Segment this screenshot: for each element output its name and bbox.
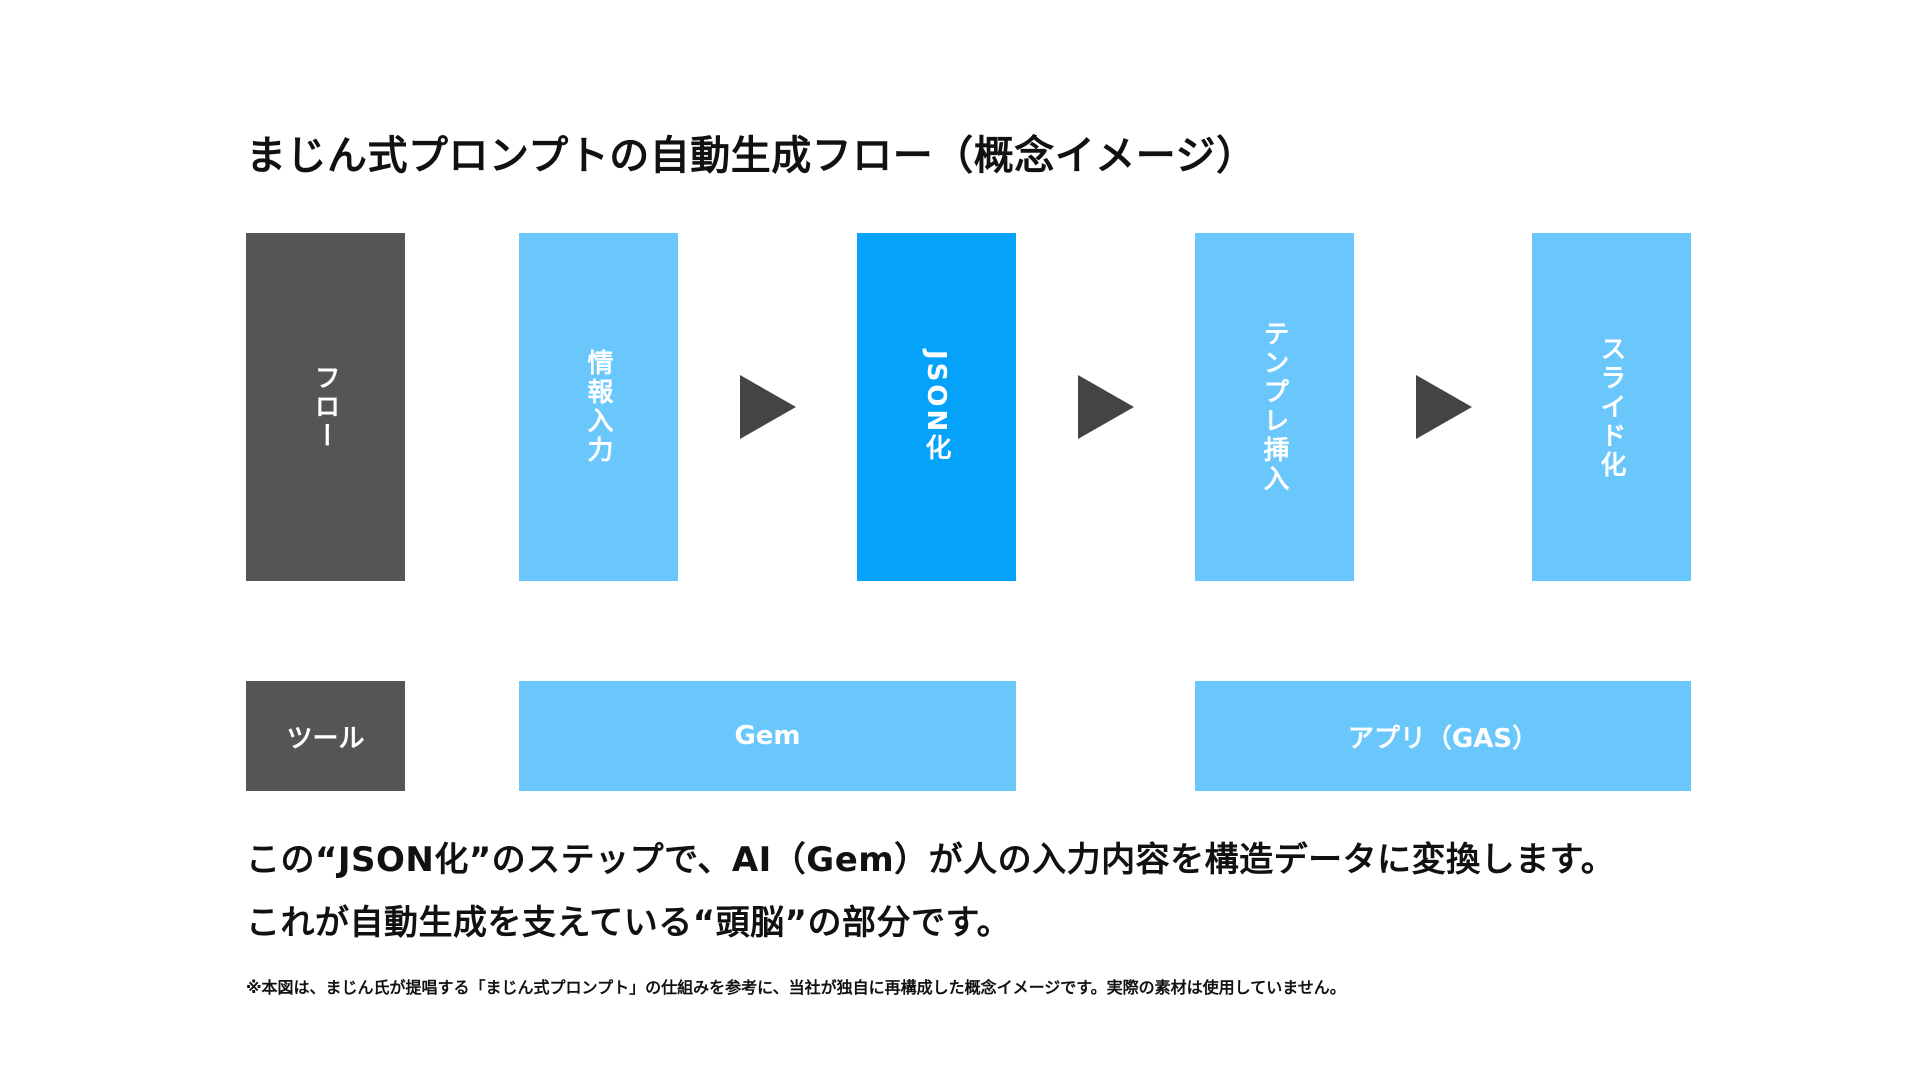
flow-step-json: JSON化 — [857, 233, 1016, 581]
flow-row-label-text: フロー — [310, 363, 340, 451]
footnote: ※本図は、まじん氏が提唱する「まじん式プロンプト」の仕組みを参考に、当社が独自に… — [246, 978, 1346, 997]
diagram-title: まじん式プロンプトの自動生成フロー（概念イメージ） — [246, 133, 1257, 179]
flow-step-label: JSON化 — [921, 350, 951, 464]
description-line-1: この“JSON化”のステップで、AI（Gem）が人の入力内容を構造データに変換し… — [246, 840, 1616, 880]
flow-row-label: フロー — [246, 233, 405, 581]
flow-step-label: スライド化 — [1596, 334, 1626, 480]
flow-step-label: 情報入力 — [583, 349, 613, 465]
triangle-right-icon — [1416, 375, 1472, 439]
flow-step-template-insert: テンプレ挿入 — [1195, 233, 1354, 581]
flow-step-label: テンプレ挿入 — [1259, 320, 1289, 494]
tool-label: アプリ（GAS） — [1347, 723, 1539, 754]
tools-row-label-text: ツール — [286, 723, 365, 754]
description-line-2: これが自動生成を支えている“頭脳”の部分です。 — [246, 903, 1012, 943]
tools-row-label: ツール — [246, 681, 405, 791]
triangle-right-icon — [740, 375, 796, 439]
flow-step-slide: スライド化 — [1532, 233, 1691, 581]
flow-step-info-input: 情報入力 — [519, 233, 678, 581]
tool-label: Gem — [734, 721, 801, 751]
tool-gem: Gem — [519, 681, 1016, 791]
triangle-right-icon — [1078, 375, 1134, 439]
tool-app-gas: アプリ（GAS） — [1195, 681, 1691, 791]
